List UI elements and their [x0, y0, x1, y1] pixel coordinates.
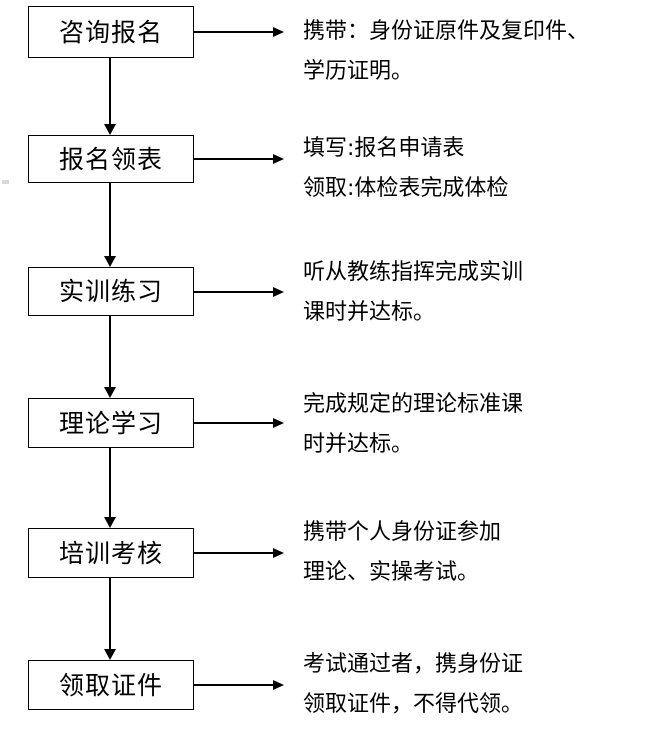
- arrow-down-step-2-to-3: [104, 183, 116, 267]
- note-line: 时并达标。: [303, 432, 414, 457]
- arrow-right-step-2: [194, 154, 284, 164]
- note-line: 听从教练指挥完成实训: [303, 260, 524, 285]
- stray-artifact-mark: [2, 180, 9, 184]
- note-line: 学历证明。: [303, 59, 414, 84]
- note-line: 课时并达标。: [303, 300, 436, 325]
- note-line: 携带个人身份证参加: [303, 520, 502, 545]
- process-box-step-6[interactable]: 领取证件: [28, 660, 194, 710]
- note-line: 领取:体检表完成体检: [303, 176, 509, 201]
- process-box-label: 实训练习: [58, 277, 163, 306]
- arrow-down-step-3-to-4: [104, 316, 116, 398]
- arrow-down-step-4-to-5: [104, 448, 116, 528]
- process-box-label: 报名领表: [58, 144, 163, 174]
- note-line: 携带：身份证原件及复印件、: [303, 19, 590, 44]
- note-line: 领取证件，不得代领。: [303, 692, 524, 717]
- process-box-step-3[interactable]: 实训练习: [28, 267, 194, 316]
- process-box-step-1[interactable]: 咨询报名: [28, 6, 194, 58]
- arrow-right-step-6: [194, 680, 284, 690]
- note-line: 理论、实操考试。: [303, 560, 480, 585]
- note-line: 完成规定的理论标准课: [303, 392, 524, 417]
- process-box-step-4[interactable]: 理论学习: [28, 398, 194, 448]
- arrow-down-step-5-to-6: [104, 578, 116, 660]
- process-box-label: 理论学习: [58, 408, 163, 438]
- process-box-step-2[interactable]: 报名领表: [28, 135, 194, 183]
- note-step-5: 携带个人身份证参加 理论、实操考试。: [303, 513, 653, 593]
- process-box-label: 培训考核: [58, 538, 163, 568]
- note-step-6: 考试通过者，携身份证 领取证件，不得代领。: [303, 645, 653, 725]
- note-line: 考试通过者，携身份证: [303, 652, 524, 677]
- process-box-label: 领取证件: [58, 670, 163, 700]
- note-step-2: 填写:报名申请表 领取:体检表完成体检: [303, 129, 653, 209]
- arrow-right-step-5: [194, 548, 284, 558]
- note-step-3: 听从教练指挥完成实训 课时并达标。: [303, 253, 653, 333]
- note-line: 填写:报名申请表: [303, 136, 465, 161]
- process-box-step-5[interactable]: 培训考核: [28, 528, 194, 578]
- arrow-down-step-1-to-2: [104, 58, 116, 135]
- note-step-1: 携带：身份证原件及复印件、 学历证明。: [303, 12, 653, 92]
- process-box-label: 咨询报名: [58, 17, 163, 47]
- arrow-right-step-1: [194, 27, 284, 37]
- arrow-right-step-4: [194, 418, 284, 428]
- arrow-right-step-3: [194, 287, 284, 297]
- note-step-4: 完成规定的理论标准课 时并达标。: [303, 385, 653, 465]
